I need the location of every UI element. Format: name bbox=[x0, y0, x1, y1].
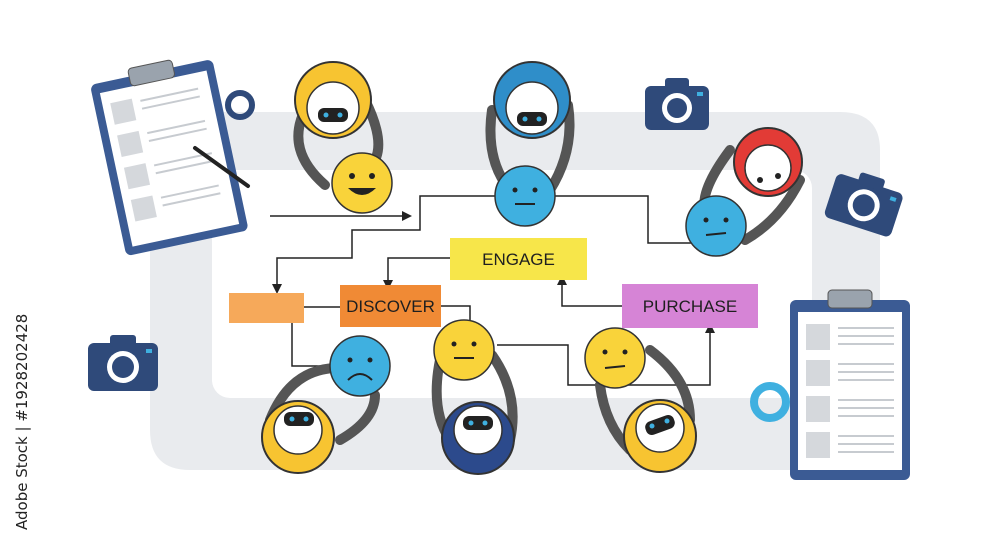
flow-arrow bbox=[387, 257, 450, 283]
clipboard-left-icon bbox=[91, 59, 248, 256]
stage-discover: DISCOVER bbox=[340, 285, 441, 327]
flow-arrow bbox=[276, 195, 520, 287]
face-neutral bbox=[685, 195, 747, 257]
pencil-icon bbox=[193, 146, 250, 188]
ring-decoration-icon bbox=[225, 90, 255, 120]
clipboard-right-icon bbox=[790, 289, 910, 480]
robot-yellow-bottom-right bbox=[595, 345, 697, 473]
stage-blank bbox=[229, 293, 304, 323]
face-sad bbox=[329, 335, 391, 397]
robot-navy-bottom-center bbox=[431, 350, 518, 475]
camera-icon bbox=[824, 172, 903, 237]
stage-engage-label: ENGAGE bbox=[482, 250, 555, 269]
stock-watermark: Adobe Stock | #1928202428 bbox=[13, 314, 31, 530]
face-neutral bbox=[494, 165, 556, 227]
robot-yellow-bottom-left bbox=[261, 363, 380, 474]
face-happy bbox=[331, 152, 393, 214]
flow-arrow bbox=[520, 195, 700, 244]
camera-icon bbox=[88, 335, 158, 391]
stage-purchase: PURCHASE bbox=[622, 284, 758, 328]
ring-decoration-icon bbox=[750, 382, 790, 422]
stage-discover-label: DISCOVER bbox=[346, 297, 435, 316]
camera-icon bbox=[645, 78, 709, 130]
stage-purchase-label: PURCHASE bbox=[643, 297, 737, 316]
flow-arrow bbox=[561, 282, 622, 307]
robot-blue-top-center bbox=[485, 61, 575, 195]
flow-arrow bbox=[497, 330, 711, 386]
stage-engage: ENGAGE bbox=[450, 238, 587, 280]
face-neutral bbox=[584, 327, 646, 389]
face-neutral bbox=[433, 319, 495, 381]
